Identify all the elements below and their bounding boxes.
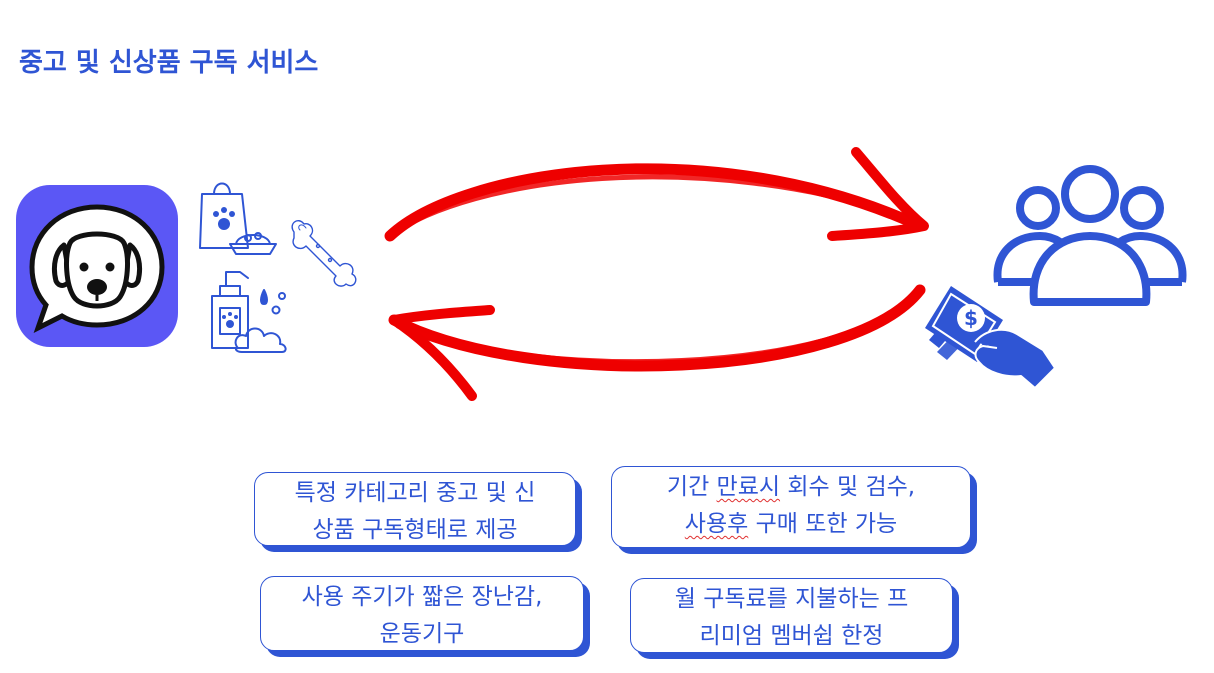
feature-box-premium-membership: 월 구독료를 지불하는 프 리미엄 멤버쉽 한정: [630, 578, 953, 653]
box-4-line-2: 리미엄 멤버쉽 한정: [699, 623, 884, 649]
box-2-line-2: 사용후 구매 또한 가능: [684, 511, 898, 537]
feature-box-used-new-subscription: 특정 카테고리 중고 및 신 상품 구독형태로 제공: [254, 472, 576, 546]
page-title: 중고 및 신상품 구독 서비스: [19, 48, 319, 78]
hand-money-icon: $: [925, 286, 1056, 389]
feature-box-toys-equipment: 사용 주기가 짧은 장난감, 운동기구: [260, 576, 584, 651]
water-drops-icon: [260, 289, 286, 315]
box-3-line-2: 운동기구: [379, 621, 465, 647]
soap-bubbles-icon: [234, 327, 287, 353]
spellcheck-word: 만료시: [716, 474, 781, 500]
arrow-left-icon: [388, 284, 926, 401]
bone-icon: [291, 220, 357, 287]
spellcheck-word: 사용후: [684, 511, 749, 537]
box-1-line-1: 특정 카테고리 중고 및 신: [294, 480, 536, 506]
box-2-line-1: 기간 만료시 회수 및 검수,: [666, 474, 916, 500]
box-4-line-1: 월 구독료를 지불하는 프: [674, 586, 909, 612]
arrow-right-icon: [384, 147, 929, 242]
svg-text:$: $: [964, 306, 978, 330]
shopping-bag-paw-icon: [199, 182, 249, 249]
feature-box-return-inspection: 기간 만료시 회수 및 검수, 사용후 구매 또한 가능: [611, 466, 971, 548]
box-1-line-2: 상품 구독형태로 제공: [312, 517, 518, 543]
cycle-arrows: [384, 147, 929, 401]
box-3-line-1: 사용 주기가 짧은 장난감,: [301, 584, 543, 610]
dog-chat-icon: [16, 185, 178, 347]
shampoo-bottle-icon: [211, 271, 249, 349]
pet-bowl-icon: [229, 232, 277, 255]
pet-products-icon: [199, 182, 357, 353]
users-group-icon: [993, 165, 1187, 306]
